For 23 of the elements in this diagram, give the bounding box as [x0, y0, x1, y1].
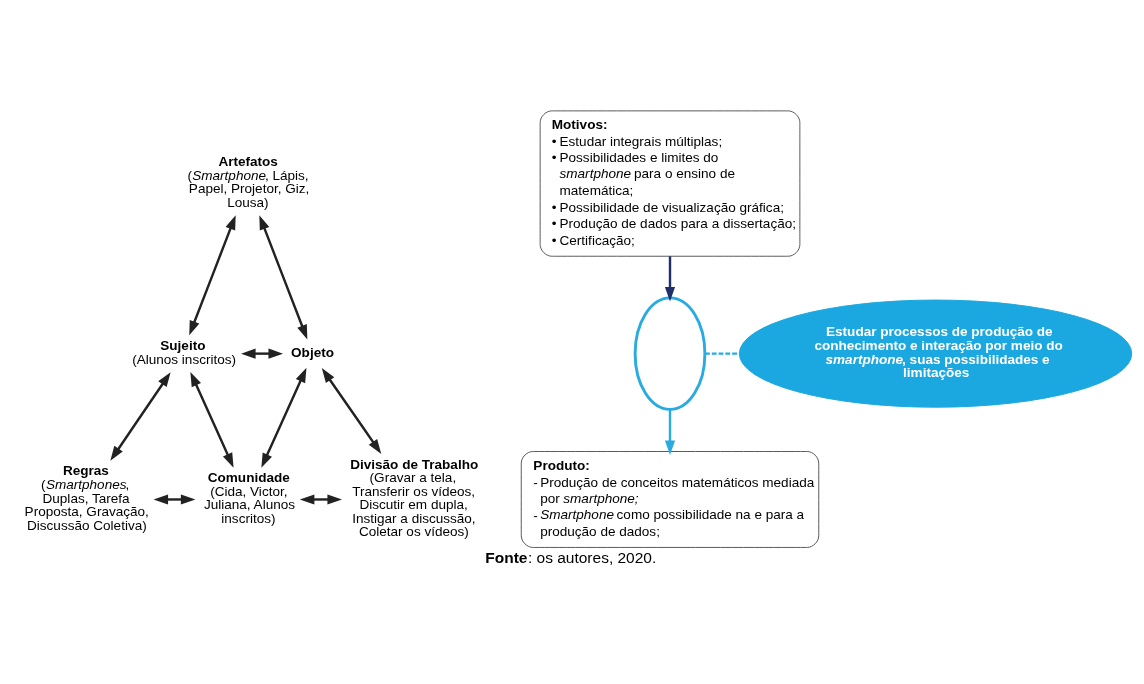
node-ellipse: Estudar processos de produção de conhecimento e interação por meio do smartphone, suas possibilidades e limitações [738, 299, 1133, 408]
arrow [321, 368, 382, 454]
arrow [664, 256, 676, 302]
node-ellipse [633, 296, 707, 411]
arrow [153, 494, 196, 505]
node-text: Comunidade (Cida, Victor, Juliana, Alunos inscritos) [203, 470, 296, 526]
arrow [261, 367, 307, 468]
arrow [110, 372, 171, 461]
arrow [299, 494, 342, 505]
arrow [664, 409, 676, 456]
node-text: Sujeito (Alunos inscritos) [132, 337, 237, 367]
arrow [190, 371, 234, 468]
arrow [259, 215, 308, 340]
node-text: Regras (Smartphones, Duplas, Tarefa Proposta, Gravação, Discussão Coletiva) [24, 463, 149, 533]
node-text: Artefatos (Smartphone, Lápis, Papel, Projetor, Giz, Lousa) [187, 154, 310, 211]
node-text: Objeto [291, 344, 335, 360]
node-text: Divisão de Trabalho (Gravar a tela, Transferir os vídeos, Discutir em dupla, Instigar a discussão, Coletar os vídeos) [350, 456, 479, 540]
node-box: Motivos: • Estudar integrais múltiplas; • Possibilidades e limites do smartphone para o ensino de matemática; • Possibilidade de visualização gráfica; • Produção de dados para a dissertação; • Certificação; [539, 110, 801, 257]
caption: Fonte: os autores, 2020. [485, 549, 657, 567]
connector [705, 352, 740, 355]
arrow [189, 215, 236, 336]
node-box: Produto: - Produção de conceitos matemáticos mediada por smartphone; - Smartphone como possibilidade na e para a produção de dados; [520, 451, 820, 548]
arrow [241, 348, 283, 359]
